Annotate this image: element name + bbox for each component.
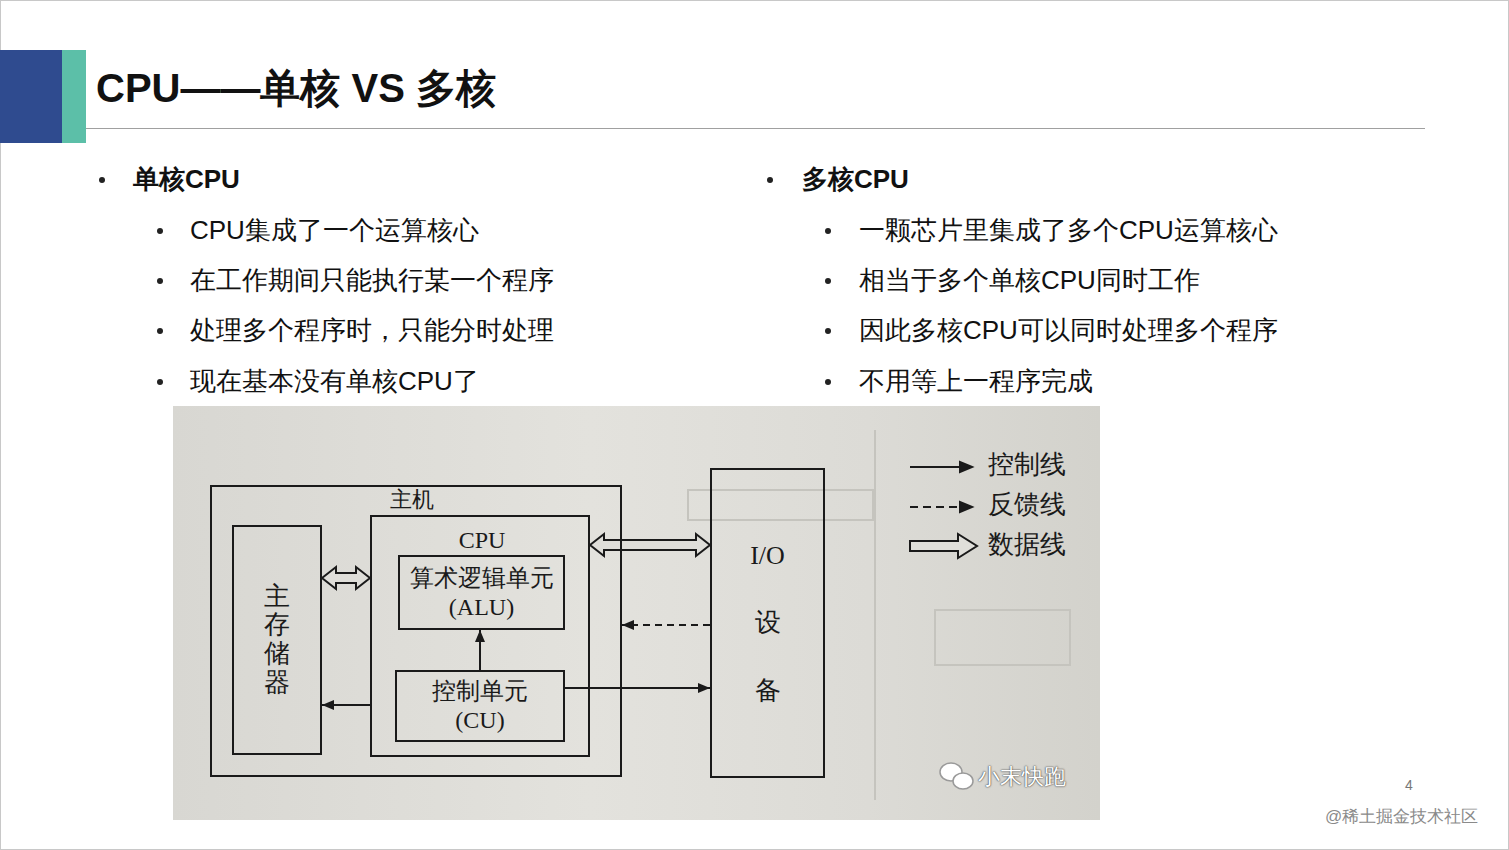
faint-box bbox=[935, 610, 1070, 665]
bullet-dot bbox=[767, 177, 773, 183]
data-arrow-shape bbox=[590, 534, 710, 556]
legend-samples bbox=[910, 462, 977, 558]
bleed-through bbox=[688, 430, 1070, 800]
bullet-text: 相当于多个单核CPU同时工作 bbox=[859, 265, 1200, 296]
alu-box: 算术逻辑单元 (ALU) bbox=[398, 555, 565, 630]
bullet-dot bbox=[825, 228, 831, 234]
control-line bbox=[565, 683, 710, 693]
title-bar-teal bbox=[62, 50, 86, 143]
bullet-text: 一颗芯片里集成了多个CPU运算核心 bbox=[859, 215, 1278, 246]
bullet-dot bbox=[157, 278, 163, 284]
bullet-dot bbox=[825, 379, 831, 385]
bullet-text: 在工作期间只能执行某一个程序 bbox=[190, 265, 554, 296]
watermark: @稀土掘金技术社区 bbox=[1325, 807, 1478, 827]
data-arrow-shape bbox=[322, 567, 370, 589]
bullet-dot bbox=[157, 328, 163, 334]
io-box: I/O 设备 bbox=[710, 468, 825, 778]
cpu-box: CPU 算术逻辑单元 (ALU) 控制单元 (CU) bbox=[370, 515, 590, 757]
data-arrow bbox=[590, 534, 710, 556]
node-label: 算术逻辑单元 (ALU) bbox=[407, 564, 557, 622]
bullet-text: 不用等上一程序完成 bbox=[859, 366, 1093, 397]
bullet-dot bbox=[99, 177, 105, 183]
faint-line bbox=[874, 430, 876, 800]
slide-title: CPU——单核 VS 多核 bbox=[96, 62, 496, 114]
page-number: 4 bbox=[1405, 777, 1413, 794]
arrow-head bbox=[475, 630, 485, 642]
legend-text: 反馈线 bbox=[988, 490, 1066, 520]
node-label: 主机 bbox=[390, 489, 434, 511]
bullet-text: 现在基本没有单核CPU了 bbox=[190, 366, 479, 397]
bubble bbox=[953, 773, 973, 789]
feedback-line-sample bbox=[910, 506, 962, 508]
node-label: 控制单元 (CU) bbox=[425, 677, 535, 735]
bullet-dot bbox=[825, 278, 831, 284]
arrow-head bbox=[622, 620, 634, 630]
arrow-head bbox=[698, 683, 710, 693]
arrow-head bbox=[960, 502, 972, 512]
control-line bbox=[475, 630, 485, 670]
faint-box bbox=[688, 490, 873, 520]
bullet-dot bbox=[825, 328, 831, 334]
title-rule bbox=[86, 128, 1425, 129]
legend-text: 数据线 bbox=[988, 530, 1066, 560]
bullet-text: 处理多个程序时，只能分时处理 bbox=[190, 315, 554, 346]
data-line-sample bbox=[910, 534, 977, 558]
control-line bbox=[322, 700, 370, 710]
legend-text: 控制线 bbox=[988, 450, 1066, 480]
bullet-text: 因此多核CPU可以同时处理多个程序 bbox=[859, 315, 1278, 346]
host-box: 主机主存储器 CPU 算术逻辑单元 (ALU) 控制单元 (CU) bbox=[210, 485, 622, 777]
node-label: 主存储器 bbox=[264, 583, 290, 697]
memory-box: 主存储器 bbox=[232, 525, 322, 755]
connector-line bbox=[622, 624, 710, 626]
connector-line bbox=[565, 687, 710, 689]
title-bar-blue bbox=[0, 50, 62, 143]
wechat-icon bbox=[940, 763, 973, 789]
arrow-head bbox=[322, 700, 334, 710]
feedback-line bbox=[622, 620, 710, 630]
bullet-text: CPU集成了一个运算核心 bbox=[190, 215, 479, 246]
bullet-dot bbox=[157, 379, 163, 385]
node-label: CPU bbox=[459, 528, 506, 552]
bullet-dot bbox=[157, 228, 163, 234]
watermark: 小末快跑 bbox=[978, 764, 1066, 790]
arrow-head bbox=[960, 462, 972, 472]
data-arrow bbox=[322, 567, 370, 589]
control-line-sample bbox=[910, 466, 962, 468]
node-label: I/O 设备 bbox=[745, 522, 791, 725]
bullet-heading: 多核CPU bbox=[802, 164, 909, 195]
bullet-heading: 单核CPU bbox=[133, 164, 240, 195]
cu-box: 控制单元 (CU) bbox=[395, 670, 565, 742]
